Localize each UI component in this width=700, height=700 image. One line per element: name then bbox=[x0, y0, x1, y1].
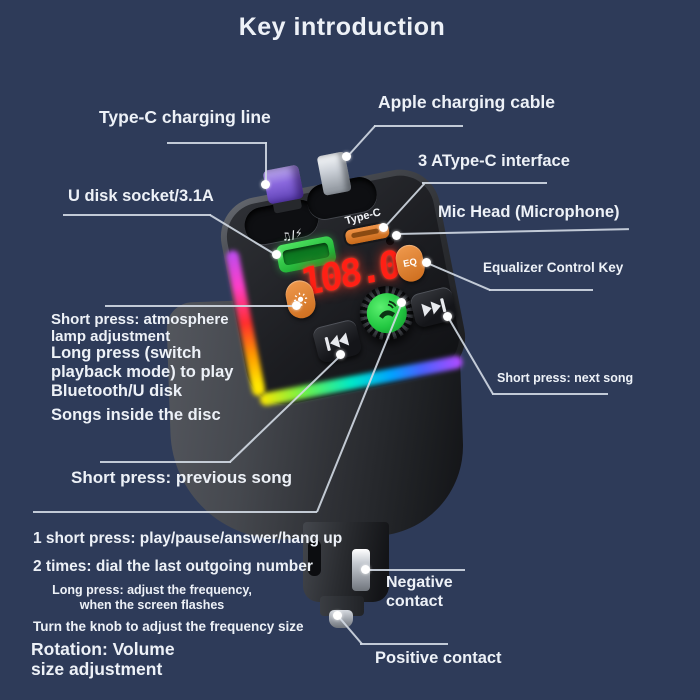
label-previous-song: Short press: previous song bbox=[71, 468, 293, 487]
dot-lightning-tip bbox=[342, 152, 351, 161]
previous-track-icon bbox=[324, 332, 350, 351]
leader-play-pause bbox=[33, 511, 317, 513]
next-track-button bbox=[409, 285, 458, 329]
label-rotation-volume: Rotation: Volume size adjustment bbox=[31, 639, 175, 680]
label-atmosphere-lamp: Short press: atmosphere lamp adjustment bbox=[51, 311, 229, 346]
leader-next-song bbox=[492, 393, 608, 395]
label-apple-charging-cable: Apple charging cable bbox=[378, 92, 555, 112]
next-track-icon bbox=[421, 297, 447, 317]
label-mic-head: Mic Head (Microphone) bbox=[438, 203, 620, 221]
device-head: Type-C ♫/⚡ 108.0 EQ bbox=[214, 151, 472, 412]
leader-equalizer bbox=[489, 289, 593, 291]
label-play-pause: 1 short press: play/pause/answer/hang up bbox=[33, 530, 343, 547]
plug-side-slot bbox=[308, 540, 321, 576]
leader-type-c-line bbox=[167, 142, 267, 144]
previous-track-button bbox=[311, 318, 363, 364]
leader-positive-contact bbox=[360, 643, 448, 645]
dot-mic bbox=[392, 231, 401, 240]
label-type-c-interface: 3 AType-C interface bbox=[418, 152, 570, 170]
leader-atmosphere-lamp bbox=[105, 305, 297, 307]
dot-type-c-tip bbox=[261, 180, 270, 189]
label-positive-contact: Positive contact bbox=[375, 649, 502, 667]
dot-lamp-button bbox=[292, 301, 301, 310]
call-button-top bbox=[363, 289, 411, 337]
leader-apple-cable bbox=[374, 125, 463, 127]
dot-knob bbox=[397, 298, 406, 307]
phone-icon bbox=[379, 300, 397, 319]
label-turn-knob: Turn the knob to adjust the frequency si… bbox=[33, 619, 304, 634]
dot-previous-button bbox=[336, 350, 345, 359]
leader-negative-contact bbox=[366, 569, 465, 571]
label-type-c-charging-line: Type-C charging line bbox=[99, 107, 271, 127]
page-title: Key introduction bbox=[238, 13, 446, 41]
label-equalizer-key: Equalizer Control Key bbox=[483, 260, 624, 275]
leader-u-disk bbox=[63, 214, 211, 216]
dot-usb-socket bbox=[272, 250, 281, 259]
label-long-press-play: Long press (switch playback mode) to pla… bbox=[51, 344, 234, 401]
dot-type-c-port bbox=[379, 223, 388, 232]
leader-previous-song bbox=[100, 461, 231, 463]
leader-apple-cable bbox=[346, 125, 376, 158]
label-u-disk-socket: U disk socket/3.1A bbox=[68, 187, 214, 205]
dot-next-button bbox=[443, 312, 452, 321]
label-frequency-adjust: Long press: adjust the frequency, when t… bbox=[52, 583, 252, 612]
label-dial-last-number: 2 times: dial the last outgoing number bbox=[33, 558, 313, 575]
dot-negative-contact bbox=[361, 565, 370, 574]
label-songs-inside-disc: Songs inside the disc bbox=[51, 406, 221, 424]
label-negative-contact: Negative contact bbox=[386, 574, 453, 610]
dot-positive-contact bbox=[333, 611, 342, 620]
label-next-song: Short press: next song bbox=[497, 371, 634, 385]
leader-type-c-line bbox=[265, 142, 267, 186]
leader-type-c-interface bbox=[422, 182, 547, 184]
type-c-port-slot bbox=[350, 228, 380, 239]
dot-eq-button bbox=[422, 258, 431, 267]
volume-knob bbox=[355, 281, 419, 345]
